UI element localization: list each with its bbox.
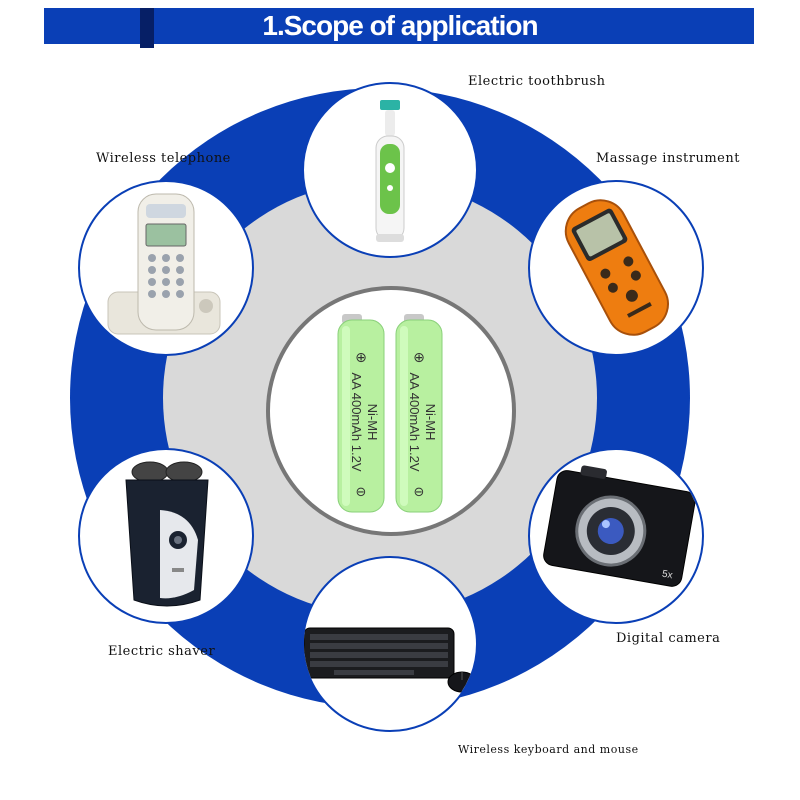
label-massager: Massage instrument — [596, 151, 740, 166]
battery-right-plus: ⊕ — [413, 350, 425, 366]
keyboard-circle — [302, 556, 478, 732]
header-banner — [44, 8, 754, 44]
battery-left-line2: AA 400mAh 1.2V — [349, 372, 364, 471]
telephone-icon — [107, 193, 221, 335]
camera-circle: 5x — [528, 448, 704, 624]
battery-right-icon — [395, 314, 443, 513]
keyboard-icon — [304, 627, 476, 693]
svg-text:5x: 5x — [661, 569, 673, 582]
battery-left-icon — [337, 314, 385, 513]
banner-fold — [140, 8, 154, 48]
telephone-circle — [78, 180, 254, 356]
shaver-icon — [125, 461, 209, 607]
toothbrush-icon — [375, 100, 405, 242]
battery-left-minus: ⊖ — [356, 485, 367, 500]
battery-right-line1: Ni-MH — [423, 404, 438, 441]
label-telephone: Wireless telephone — [96, 151, 231, 166]
label-toothbrush: Electric toothbrush — [468, 74, 606, 89]
label-shaver: Electric shaver — [108, 644, 216, 659]
battery-right-line2: AA 400mAh 1.2V — [407, 372, 422, 471]
battery-left-line1: Ni-MH — [365, 404, 380, 441]
massager-icon — [564, 199, 669, 336]
label-keyboard: Wireless keyboard and mouse — [458, 743, 639, 756]
batteries-illustration: ⊕ ⊕ Ni-MH AA 400mAh 1.2V Ni-MH AA 400mAh… — [337, 314, 443, 513]
label-camera: Digital camera — [616, 631, 721, 646]
camera-icon: 5x — [543, 465, 696, 587]
page-title: 1.Scope of application — [262, 10, 538, 41]
toothbrush-circle — [302, 82, 478, 258]
battery-left-plus: ⊕ — [355, 350, 367, 366]
shaver-circle — [78, 448, 254, 624]
battery-right-minus: ⊖ — [414, 485, 425, 500]
massager-circle — [528, 180, 704, 356]
center-battery-circle: ⊕ ⊕ Ni-MH AA 400mAh 1.2V Ni-MH AA 400mAh… — [266, 286, 516, 536]
